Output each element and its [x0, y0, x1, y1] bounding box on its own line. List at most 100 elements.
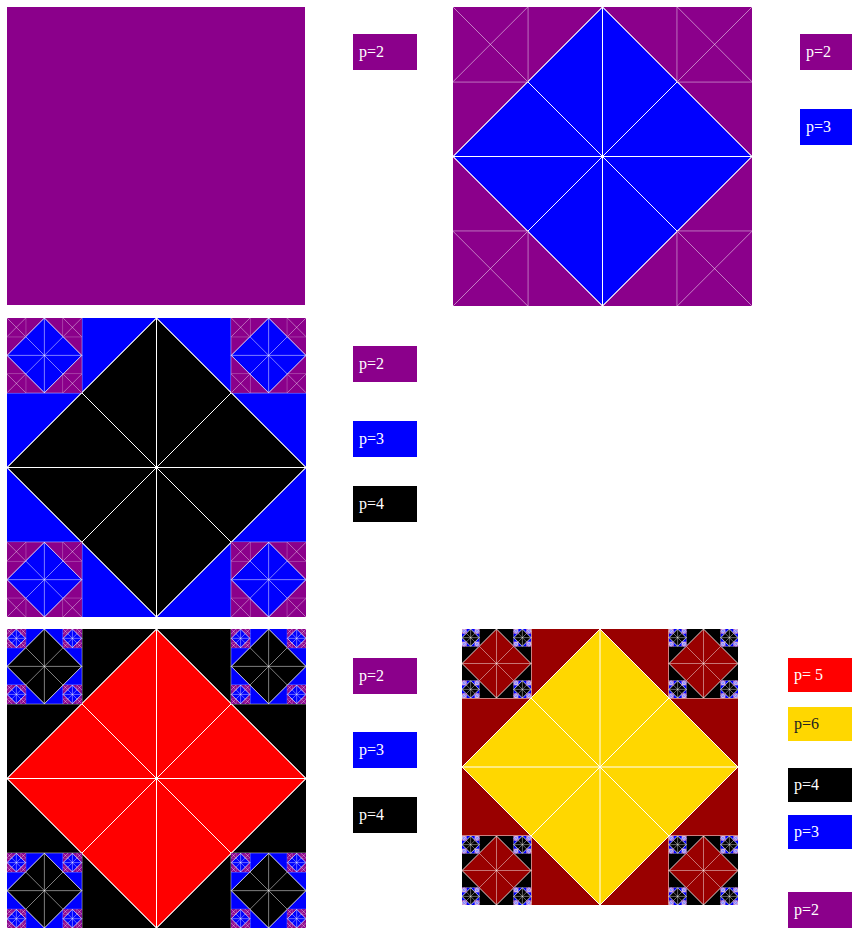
- mesh-square: [530, 694, 531, 695]
- mesh-edge: [26, 337, 63, 374]
- mesh-edge: [44, 355, 81, 392]
- mesh-edge: [527, 697, 528, 698]
- mesh-square: [677, 7, 752, 82]
- mesh-edge: [21, 699, 26, 704]
- mesh-edge: [669, 629, 670, 630]
- mesh-edge: [465, 630, 466, 631]
- mesh-edge: [462, 631, 463, 632]
- mesh-edge: [462, 696, 463, 697]
- mesh-edge: [517, 631, 518, 632]
- mesh-edge: [72, 909, 77, 914]
- band-region: [287, 909, 306, 928]
- mesh-edge: [522, 629, 531, 638]
- mesh-edge: [63, 337, 82, 356]
- mesh-square: [63, 909, 68, 914]
- mesh-square: [287, 374, 306, 393]
- mesh-edge: [684, 642, 685, 643]
- mesh-edge: [82, 853, 157, 928]
- mesh-edge: [462, 664, 479, 681]
- mesh-edge: [287, 685, 296, 694]
- mesh-square: [21, 629, 26, 634]
- band-region: [453, 7, 752, 306]
- mesh-edge: [301, 638, 306, 643]
- mesh-edge: [685, 630, 686, 631]
- band-region: [287, 853, 306, 872]
- mesh-edge: [465, 645, 466, 646]
- mesh-edge: [462, 681, 464, 683]
- mesh-square: [301, 685, 306, 690]
- mesh-edge: [287, 867, 292, 872]
- mesh-edge: [465, 645, 466, 646]
- mesh-edge: [466, 685, 475, 694]
- diamond-region: [527, 642, 531, 646]
- mesh-edge: [7, 374, 26, 393]
- mesh-edge: [462, 683, 463, 684]
- diamond-region: [462, 694, 466, 698]
- mesh-edge: [677, 7, 752, 82]
- mesh-edge: [476, 681, 477, 682]
- mesh-edge: [463, 632, 464, 633]
- mesh-edge: [245, 643, 250, 648]
- mesh-edge: [527, 684, 528, 685]
- mesh-edge: [529, 629, 530, 630]
- mesh-square: [245, 643, 250, 648]
- mesh-edge: [16, 909, 25, 918]
- diamond-region: [721, 629, 738, 646]
- mesh-square: [669, 645, 670, 646]
- mesh-edge: [682, 645, 683, 646]
- mesh-edge: [26, 685, 45, 704]
- mesh-square: [63, 374, 82, 393]
- diamond-region: [669, 629, 686, 646]
- diamond-region: [231, 629, 306, 704]
- mesh-square: [478, 694, 479, 695]
- band-region: [527, 629, 531, 633]
- mesh-edge: [669, 638, 673, 642]
- band-region: [7, 629, 26, 648]
- mesh-edge: [7, 561, 26, 580]
- mesh-edge: [7, 919, 12, 924]
- mesh-square: [672, 645, 673, 646]
- mesh-edge: [514, 684, 515, 685]
- mesh-edge: [7, 891, 44, 928]
- mesh-edge: [463, 643, 465, 645]
- mesh-edge: [514, 681, 516, 683]
- mesh-edge: [462, 697, 463, 698]
- mesh-edge: [686, 681, 703, 698]
- mesh-edge: [671, 629, 673, 631]
- mesh-edge: [301, 699, 306, 704]
- mesh-edge: [77, 694, 82, 699]
- mesh-square: [7, 643, 12, 648]
- mesh-edge: [475, 629, 476, 630]
- diamond-region: [231, 685, 250, 704]
- mesh-edge: [530, 632, 531, 633]
- mesh-edge: [685, 630, 686, 631]
- mesh-edge: [475, 632, 476, 633]
- mesh-edge: [287, 858, 292, 863]
- mesh-edge: [77, 685, 82, 690]
- mesh-edge: [7, 643, 12, 648]
- mesh-edge: [476, 682, 478, 684]
- mesh-edge: [471, 694, 475, 698]
- mesh-edge: [531, 629, 600, 698]
- mesh-edge: [465, 694, 466, 695]
- mesh-square: [7, 699, 12, 704]
- mesh-edge: [478, 632, 479, 633]
- mesh-edge: [471, 689, 480, 698]
- mesh-edge: [515, 682, 517, 684]
- mesh-edge: [462, 632, 463, 633]
- mesh-edge: [528, 694, 529, 695]
- mesh-edge: [723, 631, 725, 633]
- mesh-edge: [725, 642, 729, 646]
- mesh-edge: [297, 853, 302, 858]
- mesh-edge: [527, 683, 529, 685]
- mesh-edge: [292, 634, 301, 643]
- mesh-edge: [16, 919, 25, 928]
- mesh-square: [517, 629, 518, 630]
- mesh-edge: [462, 767, 600, 905]
- mesh-edge: [669, 645, 670, 646]
- mesh-square: [514, 697, 515, 698]
- mesh-edge: [517, 645, 518, 646]
- mesh-edge: [477, 629, 478, 630]
- mesh-edge: [527, 642, 528, 643]
- mesh-edge: [517, 694, 518, 695]
